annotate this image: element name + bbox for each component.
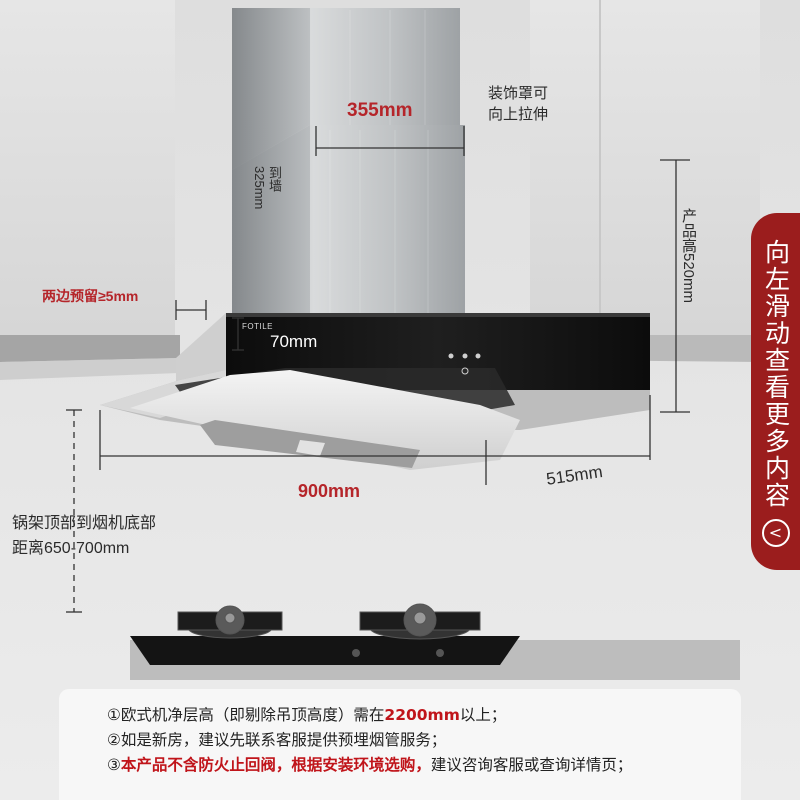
note-3: ③本产品不含防火止回阀，根据安装环境选购，建议咨询客服或查询详情页； — [107, 753, 741, 778]
installation-notes: ①欧式机净层高（即剔除吊顶高度）需在2200mm以上； ②如是新房，建议先联系客… — [59, 689, 741, 800]
width-label: 900mm — [298, 481, 361, 501]
brand-logo: FOTILE — [242, 322, 274, 331]
note-1-suffix: 以上； — [459, 706, 507, 724]
note-3-suffix: 建议咨询客服或查询详情页； — [430, 756, 633, 774]
swipe-more-tab[interactable]: 向左滑动查看更多内容 < — [751, 213, 800, 570]
cabinet-left — [0, 0, 175, 335]
cooktop-distance-note: 锅架顶部到烟机底部 距离650-700mm — [12, 511, 156, 561]
note-3-prefix: ③ — [107, 756, 121, 774]
swipe-more-label: 向左滑动查看更多内容 — [761, 239, 791, 509]
note-1-highlight: 2200mm — [384, 706, 460, 724]
panel-height-label: 70mm — [270, 332, 318, 351]
cover-note-line2: 向上拉伸 — [488, 106, 549, 123]
note-1-prefix: ①欧式机净层高（即剔除吊顶高度）需在 — [107, 706, 385, 724]
intake-panel — [130, 370, 520, 470]
product-height-label: 产品高520mm — [680, 208, 697, 304]
cooktop-distance-line2: 距离650-700mm — [12, 540, 130, 557]
top-width-label: 355mm — [347, 100, 413, 121]
burners — [177, 603, 481, 640]
side-clearance-label: 两边预留≥5mm — [42, 288, 139, 304]
cooktop-glass — [130, 636, 520, 665]
cabinet-right — [530, 0, 760, 335]
note-1: ①欧式机净层高（即剔除吊顶高度）需在2200mm以上； — [107, 703, 741, 728]
note-3-highlight: 本产品不含防火止回阀，根据安装环境选购， — [120, 756, 431, 774]
cover-note-line1: 装饰罩可 — [488, 85, 549, 102]
note-2: ②如是新房，建议先联系客服提供预埋烟管服务； — [107, 731, 447, 749]
cover-note: 装饰罩可 向上拉伸 — [488, 83, 548, 125]
touch-controls[interactable] — [448, 353, 481, 375]
dimension-lines — [99, 126, 690, 485]
chevron-left-icon: < — [761, 519, 790, 547]
wall-depth-label: 到墙 325mm — [252, 166, 282, 210]
cooktop-distance-line1: 锅架顶部到烟机底部 — [12, 515, 157, 532]
